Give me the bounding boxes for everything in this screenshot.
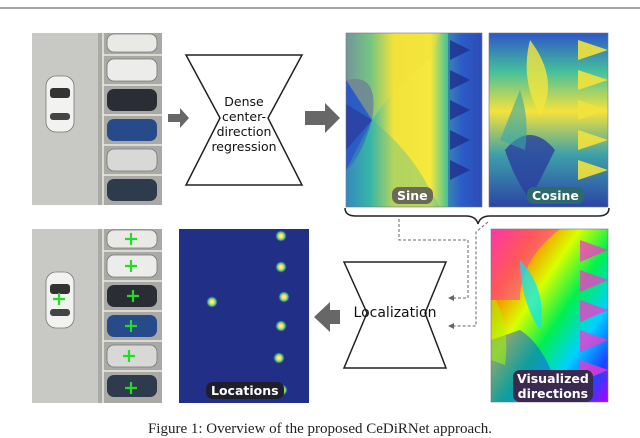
regression-stage-label: Dense center-direction regression	[196, 94, 292, 154]
arrowhead-icon	[448, 295, 454, 301]
locations-map	[179, 229, 309, 403]
sine-map	[346, 33, 482, 207]
regression-label-line: center-direction	[216, 109, 272, 139]
location-peak	[278, 291, 290, 303]
car	[45, 75, 75, 133]
cosine-map	[489, 33, 608, 207]
aerial-photo-output	[32, 229, 162, 403]
green-cross-marker-icon	[125, 382, 137, 394]
car	[107, 89, 157, 111]
locations-label: Locations	[206, 382, 284, 399]
arrow-right-icon	[305, 103, 340, 133]
green-cross-marker-icon	[123, 350, 135, 362]
sine-label: Sine	[392, 187, 433, 204]
cosine-label: Cosine	[527, 187, 584, 204]
aerial-photo-input	[32, 33, 162, 205]
car	[106, 33, 158, 53]
car	[107, 119, 157, 141]
localization-network-shape	[342, 261, 448, 369]
green-cross-marker-icon	[125, 233, 137, 245]
figure-caption: Figure 1: Overview of the proposed CeDiR…	[147, 421, 493, 437]
location-peak	[206, 296, 218, 308]
car	[106, 148, 158, 172]
curly-brace-icon	[344, 207, 610, 225]
regression-network-shape	[184, 54, 304, 186]
localization-stage-label: Localization	[353, 305, 437, 321]
directions-label-line: Visualized	[517, 371, 589, 386]
location-peak	[275, 261, 287, 273]
green-cross-marker-icon	[125, 260, 137, 272]
green-cross-marker-icon	[127, 290, 139, 302]
location-peak	[275, 320, 287, 332]
green-cross-marker-icon	[125, 320, 137, 332]
green-cross-marker-icon	[53, 293, 65, 305]
car	[107, 179, 157, 201]
arrow-right-icon	[168, 108, 189, 128]
arrow-left-icon	[314, 302, 340, 332]
dashed-connector	[398, 219, 489, 327]
directions-label-line: directions	[517, 386, 589, 401]
regression-label-line: regression	[211, 139, 277, 154]
location-peak	[275, 230, 287, 242]
regression-label-line: Dense	[224, 94, 264, 109]
location-peak	[273, 352, 285, 364]
arrowhead-icon	[448, 323, 454, 329]
car	[106, 58, 158, 82]
directions-label: Visualized directions	[513, 370, 593, 402]
